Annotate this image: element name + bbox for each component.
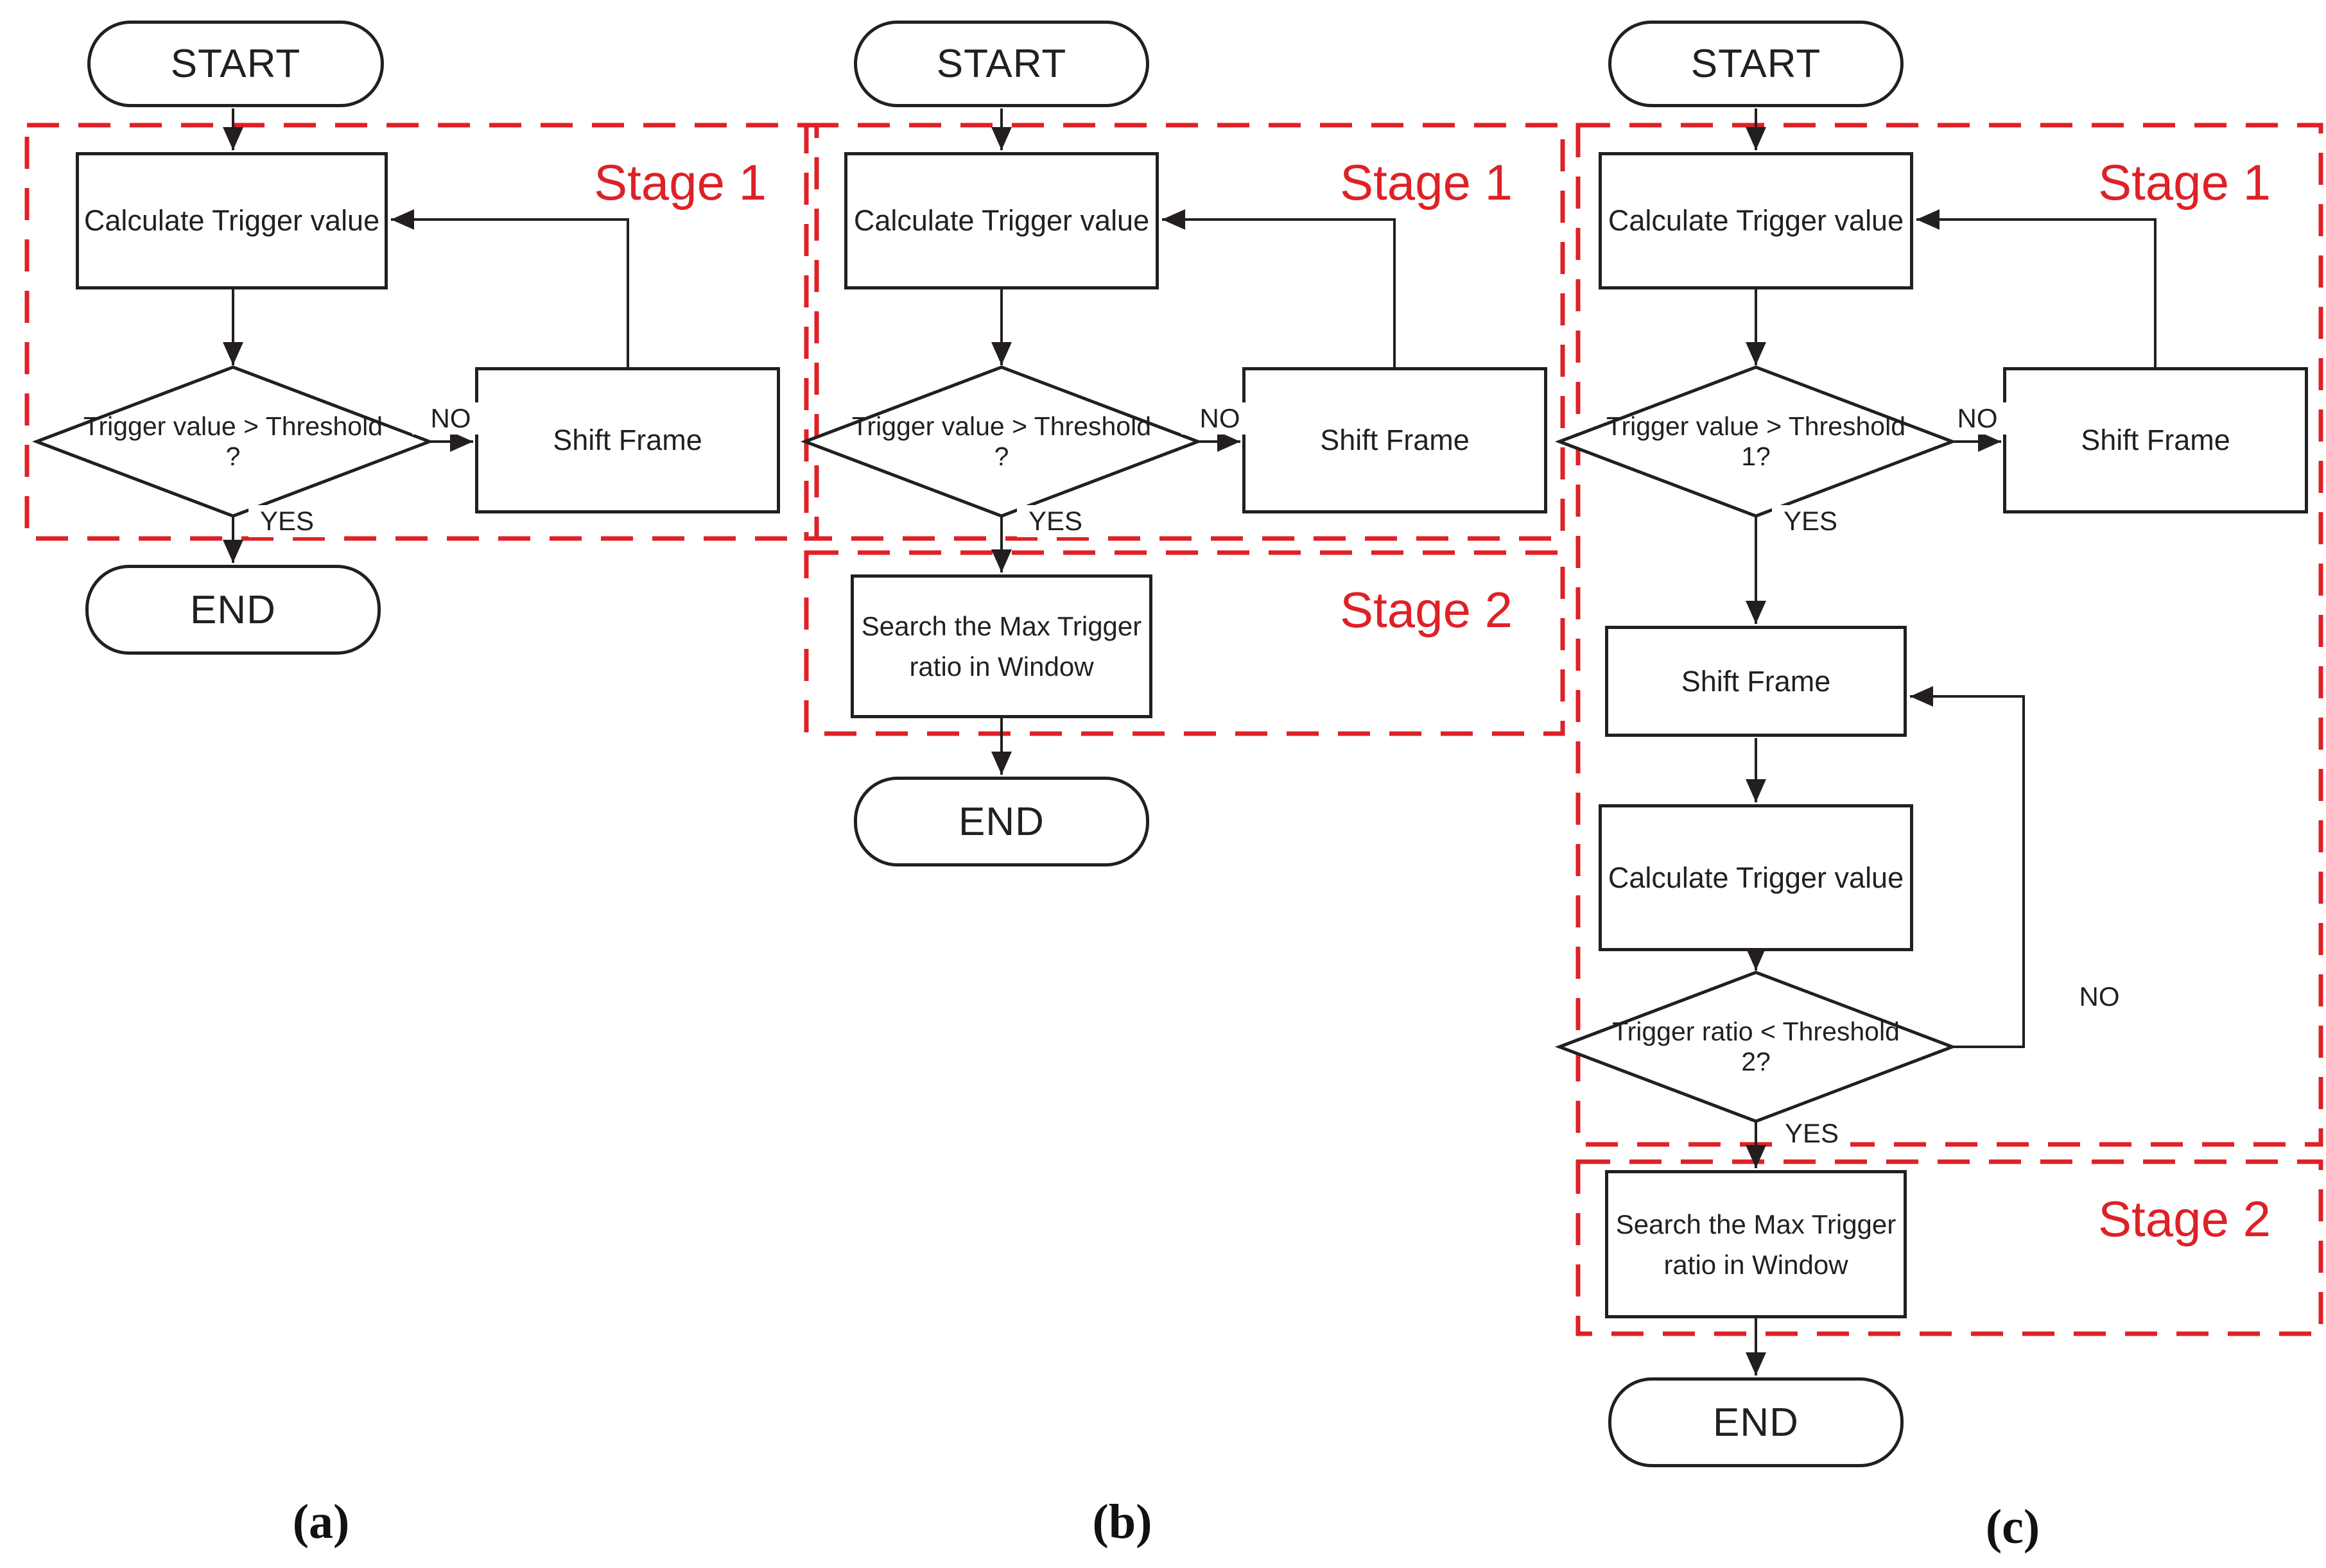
b-no-label: NO <box>1181 402 1258 435</box>
b-calculate-label: Calculate Trigger value <box>853 204 1150 237</box>
c-no1-label: NO <box>1939 402 2016 435</box>
b-shift-frame-label: Shift Frame <box>1320 424 1470 456</box>
c-start-label: START <box>1690 42 1821 86</box>
c-end-label: END <box>1713 1400 1799 1445</box>
b-stage2-dashed-box <box>804 550 1565 736</box>
c-search-label: Search the Max Trigger ratio in Window <box>1615 1209 1896 1280</box>
a-wire-shift-loop-to-calc <box>391 209 629 367</box>
c-stage1-dashed-box <box>1575 123 2323 1147</box>
a-caption: (a) <box>292 1495 350 1549</box>
c-end-terminator: END <box>1608 1377 1904 1467</box>
a-shift-frame-box: Shift Frame <box>475 367 780 513</box>
b-start-label: START <box>936 42 1067 86</box>
b-start-terminator: START <box>854 21 1149 107</box>
c-calculate1-box: Calculate Trigger value <box>1599 152 1913 289</box>
c-decision1-diamond <box>1554 365 1957 518</box>
a-end-label: END <box>190 587 276 632</box>
c-calculate2-label: Calculate Trigger value <box>1608 861 1904 894</box>
c-calculate2-box: Calculate Trigger value <box>1599 804 1913 951</box>
a-stage1-dashed-box <box>24 123 819 541</box>
b-caption: (b) <box>1092 1495 1152 1549</box>
b-search-label: Search the Max Trigger ratio in Window <box>861 611 1142 682</box>
b-wire-shift-loop-to-calc <box>1162 209 1396 367</box>
c-wire-no2-loop-to-shiftmid <box>1910 686 2025 1048</box>
c-shift-frame-right-label: Shift Frame <box>2081 424 2230 456</box>
c-yes1-label: YES <box>1772 505 1849 537</box>
a-start-label: START <box>170 42 301 86</box>
a-start-terminator: START <box>87 21 384 107</box>
c-wire-shift-loop-to-calc <box>1916 209 2157 367</box>
c-calculate1-label: Calculate Trigger value <box>1608 204 1904 237</box>
c-search-box: Search the Max Trigger ratio in Window <box>1605 1170 1907 1318</box>
a-calculate-label: Calculate Trigger value <box>83 204 380 237</box>
c-no2-label: NO <box>2054 981 2144 1013</box>
c-decision2-diamond <box>1554 970 1957 1123</box>
c-shift-frame-mid-box: Shift Frame <box>1605 626 1907 737</box>
a-shift-frame-label: Shift Frame <box>553 424 702 456</box>
a-no-label: NO <box>412 402 489 435</box>
b-stage1-dashed-box <box>804 123 1565 541</box>
c-stage2-dashed-box <box>1575 1159 2323 1336</box>
b-search-box: Search the Max Trigger ratio in Window <box>851 574 1152 718</box>
a-calculate-box: Calculate Trigger value <box>76 152 388 289</box>
b-shift-frame-box: Shift Frame <box>1242 367 1547 513</box>
c-yes2-label: YES <box>1773 1117 1850 1150</box>
b-end-terminator: END <box>854 777 1149 866</box>
c-caption: (c) <box>1985 1500 2040 1554</box>
a-yes-label: YES <box>248 505 325 537</box>
b-yes-label: YES <box>1017 505 1094 537</box>
a-end-terminator: END <box>85 565 381 655</box>
c-shift-frame-right-box: Shift Frame <box>2003 367 2308 513</box>
c-shift-frame-mid-label: Shift Frame <box>1681 664 1831 698</box>
b-decision-diamond <box>800 365 1203 518</box>
c-start-terminator: START <box>1608 21 1904 107</box>
a-decision-diamond <box>31 365 435 518</box>
b-calculate-box: Calculate Trigger value <box>844 152 1159 289</box>
b-end-label: END <box>959 799 1045 844</box>
